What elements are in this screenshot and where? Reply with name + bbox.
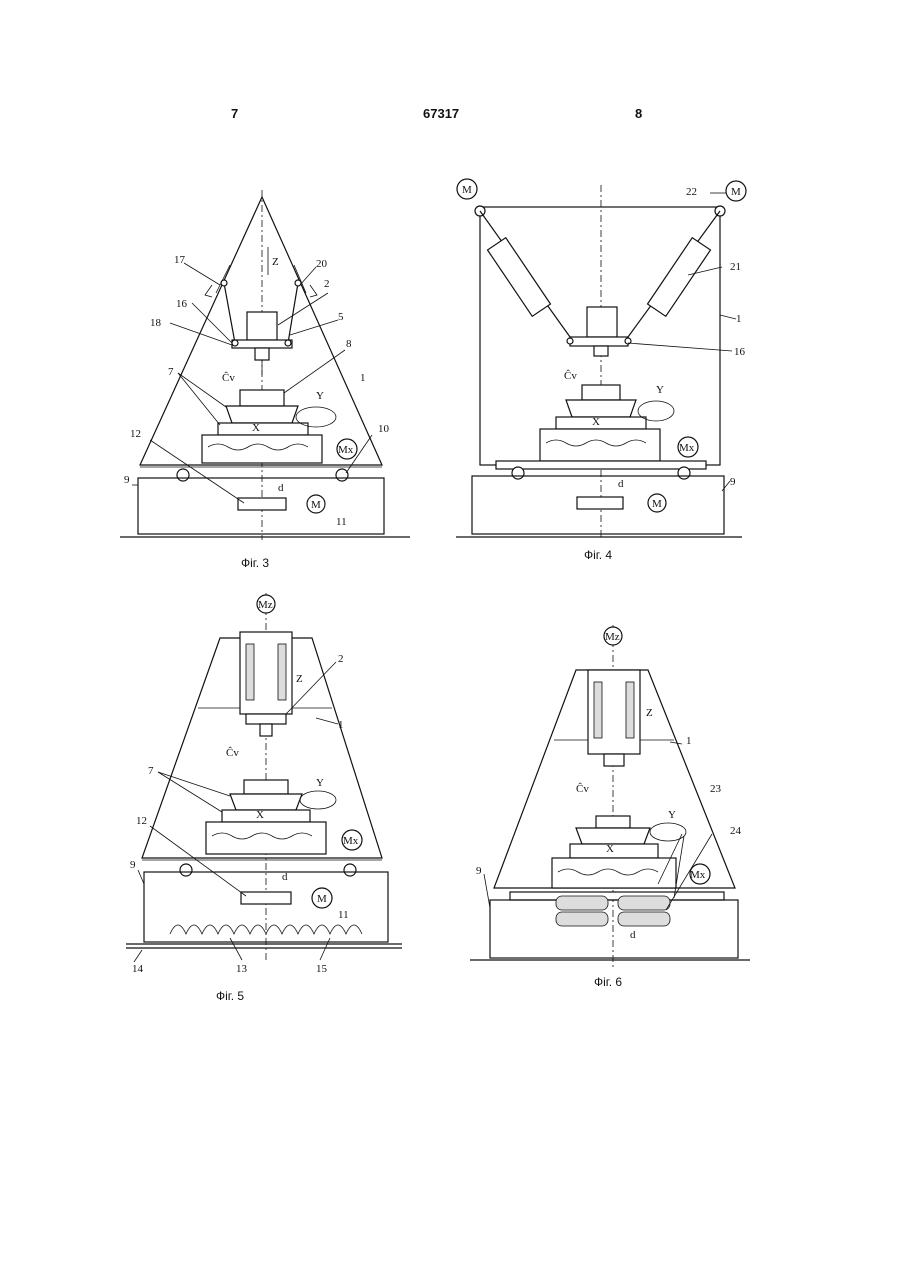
label-x: X	[252, 422, 260, 434]
label-2: 2	[324, 278, 330, 290]
label-23: 23	[710, 783, 722, 795]
label-18: 18	[150, 317, 162, 329]
label-9: 9	[130, 859, 136, 871]
label-17: 17	[174, 254, 186, 266]
platform	[232, 340, 292, 348]
label-z: Z	[296, 673, 303, 685]
label-22: 22	[686, 186, 697, 198]
label-7: 7	[148, 765, 154, 777]
label-mz: Mz	[605, 631, 620, 643]
label-1: 1	[736, 313, 742, 325]
page-number-left: 7	[231, 106, 238, 121]
label-12: 12	[136, 815, 147, 827]
label-7: 7	[168, 366, 174, 378]
label-y: Y	[668, 809, 676, 821]
label-1: 1	[686, 735, 692, 747]
label-mx: Mx	[343, 835, 359, 847]
label-cv: Ĉv	[222, 372, 235, 384]
label-y: Y	[656, 384, 664, 396]
label-11: 11	[338, 909, 349, 921]
motor-left-label: M	[462, 184, 472, 196]
caption-fig-6: Фіг. 6	[594, 975, 622, 989]
label-11: 11	[336, 516, 347, 528]
label-1: 1	[338, 719, 344, 731]
label-m: M	[311, 499, 321, 511]
label-mx: Mx	[690, 869, 706, 881]
patent-number: 67317	[423, 106, 459, 121]
spindle-head	[587, 307, 617, 337]
label-12: 12	[130, 428, 141, 440]
label-y: Y	[316, 777, 324, 789]
label-z: Z	[646, 707, 653, 719]
label-9: 9	[476, 865, 482, 877]
motor-right-label: M	[731, 186, 741, 198]
label-14: 14	[132, 963, 144, 975]
label-cv: Ĉv	[564, 370, 577, 382]
label-d: d	[278, 482, 284, 494]
label-20: 20	[316, 258, 328, 270]
label-m: M	[317, 893, 327, 905]
label-16: 16	[734, 346, 746, 358]
label-9: 9	[124, 474, 130, 486]
page-number-right: 8	[635, 106, 642, 121]
label-y: Y	[316, 390, 324, 402]
label-1: 1	[360, 372, 366, 384]
label-mz: Mz	[258, 599, 273, 611]
label-x: X	[606, 843, 614, 855]
label-x: X	[256, 809, 264, 821]
label-mx: Mx	[679, 442, 695, 454]
caption-fig-4: Фіг. 4	[584, 548, 612, 562]
caption-fig-3: Фіг. 3	[241, 556, 269, 570]
figure-4: M M 22 21 1 16 9 Ĉv Y X Mx M d Фіг. 4	[450, 175, 750, 575]
caption-fig-5: Фіг. 5	[216, 989, 244, 1003]
label-z: Z	[272, 256, 279, 268]
label-5: 5	[338, 311, 344, 323]
label-d: d	[618, 478, 624, 490]
figure-3: 17 20 2 16 5 18 8 7 1 12 10 9 11 Z Ĉv Y …	[120, 185, 410, 575]
label-mx: Mx	[338, 444, 354, 456]
label-9: 9	[730, 476, 736, 488]
label-10: 10	[378, 423, 390, 435]
label-d: d	[282, 871, 288, 883]
spindle-head	[247, 312, 277, 340]
label-16: 16	[176, 298, 188, 310]
label-cv: Ĉv	[576, 783, 589, 795]
label-21: 21	[730, 261, 741, 273]
base	[490, 900, 738, 958]
label-2: 2	[338, 653, 344, 665]
label-8: 8	[346, 338, 352, 350]
figure-6: Mz 1 23 24 9 Z Ĉv Y X Mx d Фіг. 6	[460, 620, 760, 1000]
label-m: M	[652, 498, 662, 510]
label-24: 24	[730, 825, 742, 837]
label-d: d	[630, 929, 636, 941]
label-x: X	[592, 416, 600, 428]
label-15: 15	[316, 963, 328, 975]
figure-5: Mz 2 1 7 12 9 11 14 13 15 Z Ĉv Y X Mx M …	[120, 588, 410, 1008]
label-13: 13	[236, 963, 248, 975]
label-cv: Ĉv	[226, 747, 239, 759]
